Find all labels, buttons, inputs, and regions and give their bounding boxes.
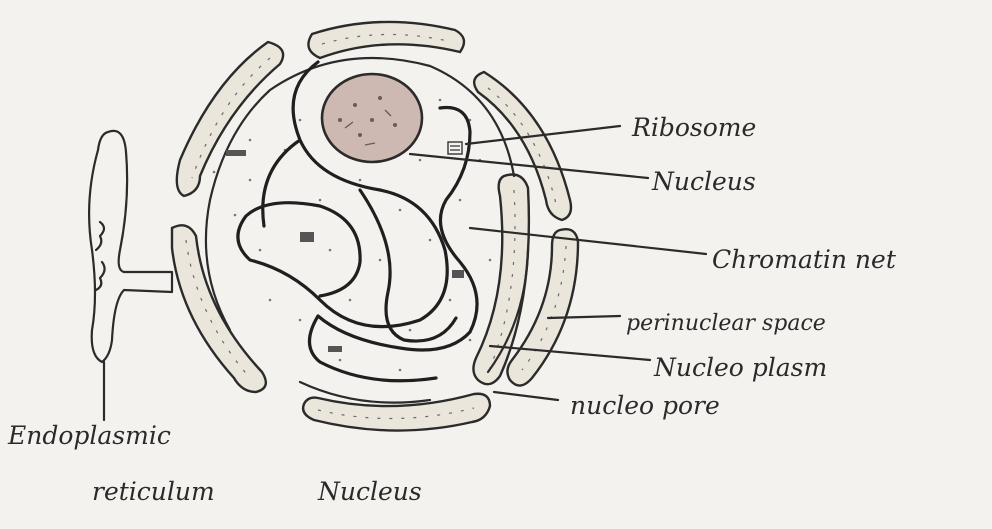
- envelope-segment-bottom: [303, 394, 490, 431]
- label-nuclear-pore: nucleo pore: [570, 391, 720, 420]
- label-er-line1: Endoplasmic: [7, 421, 171, 450]
- envelope-segment-top: [308, 22, 464, 58]
- label-nucleolus: Nucleus: [651, 167, 756, 196]
- label-nucleoplasm: Nucleo plasm: [653, 353, 827, 382]
- caption: Nucleus: [317, 477, 422, 506]
- leader-nucleolus: [410, 154, 648, 178]
- nucleolus: [322, 74, 422, 162]
- leader-nuclear-pore: [494, 392, 558, 400]
- label-ribosome: Ribosome: [631, 113, 756, 142]
- label-chromatin-net: Chromatin net: [712, 245, 897, 274]
- endoplasmic-reticulum: [89, 131, 172, 420]
- envelope-segment-top-left: [177, 42, 283, 196]
- label-er-line2: reticulum: [92, 477, 215, 506]
- label-perinuclear-space: perinuclear space: [626, 311, 826, 336]
- chromatin-granules: [226, 142, 464, 352]
